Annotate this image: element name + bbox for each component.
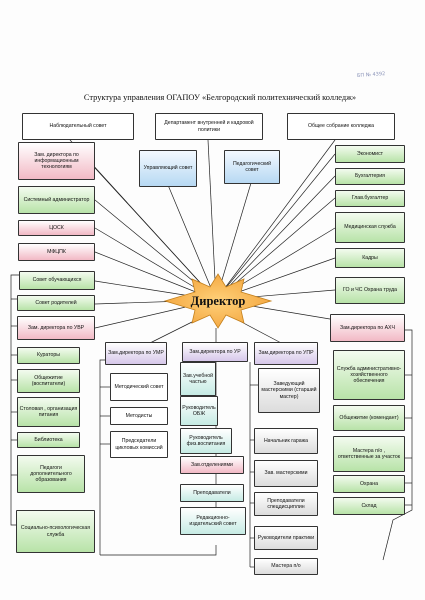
box-teachers: Преподаватели [180, 484, 244, 502]
box-departments-head: Зав.отделениями [180, 456, 244, 474]
box-industrial-masters: Мастера п/о [254, 558, 318, 575]
box-curators: Кураторы [17, 347, 80, 364]
box-workshops-manager: Зав. мастерскими [254, 460, 318, 487]
box-practice-heads: Руководители практики [254, 526, 318, 550]
box-uvr-deputy: Зам. директора по УВР [17, 316, 95, 340]
director-label: Директор [190, 293, 246, 308]
box-methodist-council: Методический совет [110, 373, 168, 401]
box-pe-head: Руководитель физ.воспитания [180, 428, 232, 454]
box-tsosk: ЦОСК [18, 220, 95, 236]
box-masters: Мастера п/о , ответственные за участок [333, 436, 405, 472]
box-admin-service: Служба административно-хозяйственного об… [333, 350, 405, 400]
box-hr-department: Департамент внутренней и кадровой полити… [155, 113, 263, 140]
box-managing-council: Управляющий совет [139, 150, 197, 187]
box-student-council: Совет обучающихся [19, 271, 95, 290]
box-accounting: Бухгалтерия [335, 168, 405, 185]
box-ahch-deputy: Зам.директора по АХЧ [330, 314, 405, 342]
box-extra-education: Педагоги дополнительного образования [17, 455, 85, 493]
box-warehouse: Склад [333, 497, 405, 515]
box-civil-defense: ГО и ЧС Охрана труда [335, 277, 405, 304]
box-editorial-council: Редакционно-издательский совет [180, 507, 246, 535]
box-commission-chairs: Председатели цикловых комиссий [110, 431, 168, 458]
box-supervisory: Наблюдательный совет [22, 113, 134, 140]
box-obzh-head: Руководитель ОБЖ [180, 396, 218, 426]
box-social-service: Социально-психологическая служба [16, 510, 95, 553]
box-dormitory: Общежитие (воспитатели) [17, 369, 80, 393]
box-library: Библиотека [17, 432, 80, 448]
box-pedagogical-council: Педагогический совет [224, 150, 280, 184]
box-security: Охрана [333, 475, 405, 493]
box-special-teachers: Преподаватели спецдисциплин [254, 492, 318, 516]
box-chief-accountant: Глав.бухгалтер [335, 190, 405, 207]
box-dormitory-commandant: Общежитие (комендант) [333, 405, 405, 431]
box-workshops-head: Заведующий мастерскими (старший мастер) [258, 368, 320, 413]
box-methodists: Методисты [110, 407, 168, 425]
director-star-shape [163, 273, 273, 329]
box-it-deputy: Зам. директора по информационным техноло… [18, 142, 95, 180]
box-medical: Медицинская служба [335, 212, 405, 243]
box-upr-deputy: Зам.директора по УПР [254, 342, 318, 365]
box-mftspk: МФЦПК [18, 243, 95, 261]
box-ur-deputy: Зам.директора по УР [182, 342, 248, 362]
box-economist: Экономист [335, 145, 405, 163]
box-umr-deputy: Зам.директора по УМР [105, 342, 167, 365]
box-general-assembly: Общее собрание колледжа [287, 113, 395, 140]
box-garage-head: Начальник гаража [254, 428, 318, 454]
box-parents-council: Совет родителей [17, 295, 95, 311]
page-title: Структура управления ОГАПОУ «Белгородски… [83, 93, 357, 102]
box-hr: Кадры [335, 248, 405, 268]
box-study-head: Зав.учебной частью [180, 362, 216, 396]
box-sysadmin: Системный администратор [18, 186, 95, 214]
box-canteen: Столовая , организация питания [17, 397, 80, 427]
